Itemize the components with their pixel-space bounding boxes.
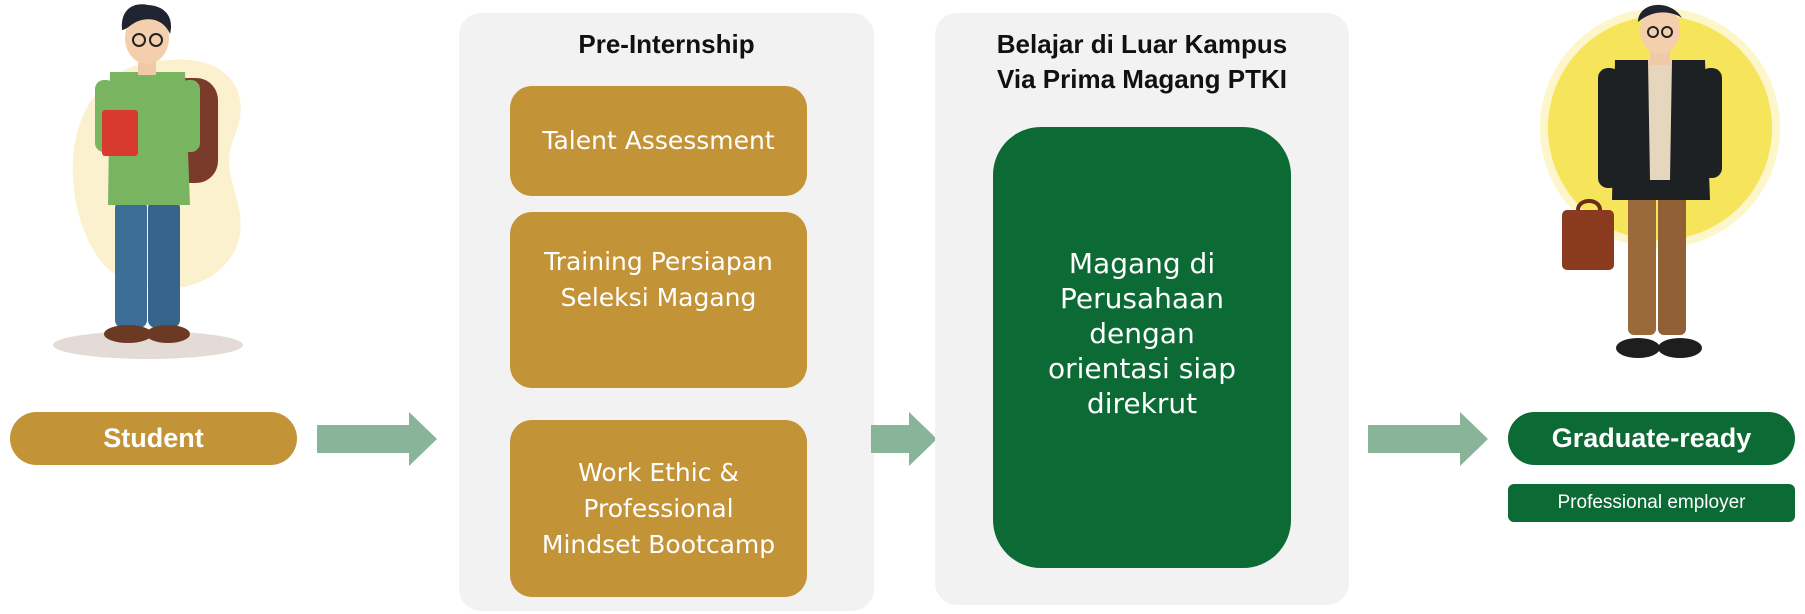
right-arrow-icon: [1368, 412, 1488, 466]
pre-internship-title: Pre-Internship: [578, 29, 755, 59]
belajar-luar-kampus-title: Belajar di Luar Kampus Via Prima Magang …: [996, 29, 1288, 94]
right-arrow-icon: [317, 412, 437, 466]
talent-assessment-card: Talent Assessment: [510, 86, 807, 196]
card-label: Talent Assessment: [542, 126, 775, 155]
card-label: Training Persiapan Seleksi Magang: [544, 247, 773, 312]
right-arrow-icon: [871, 412, 937, 466]
student-label: Student: [10, 412, 297, 465]
card-label: Magang di Perusahaan dengan orientasi si…: [1047, 247, 1237, 420]
work-ethic-bootcamp-card: Work Ethic & Professional Mindset Bootca…: [510, 420, 807, 597]
student-illustration: [40, 0, 270, 365]
card-label: Work Ethic & Professional Mindset Bootca…: [541, 457, 776, 559]
training-persiapan-card: Training Persiapan Seleksi Magang: [510, 212, 807, 388]
magang-perusahaan-card: Magang di Perusahaan dengan orientasi si…: [993, 127, 1291, 568]
graduate-illustration: [1520, 0, 1790, 370]
graduate-ready-label: Graduate-ready: [1508, 412, 1795, 465]
professional-employer-tag: Professional employer: [1508, 484, 1795, 522]
